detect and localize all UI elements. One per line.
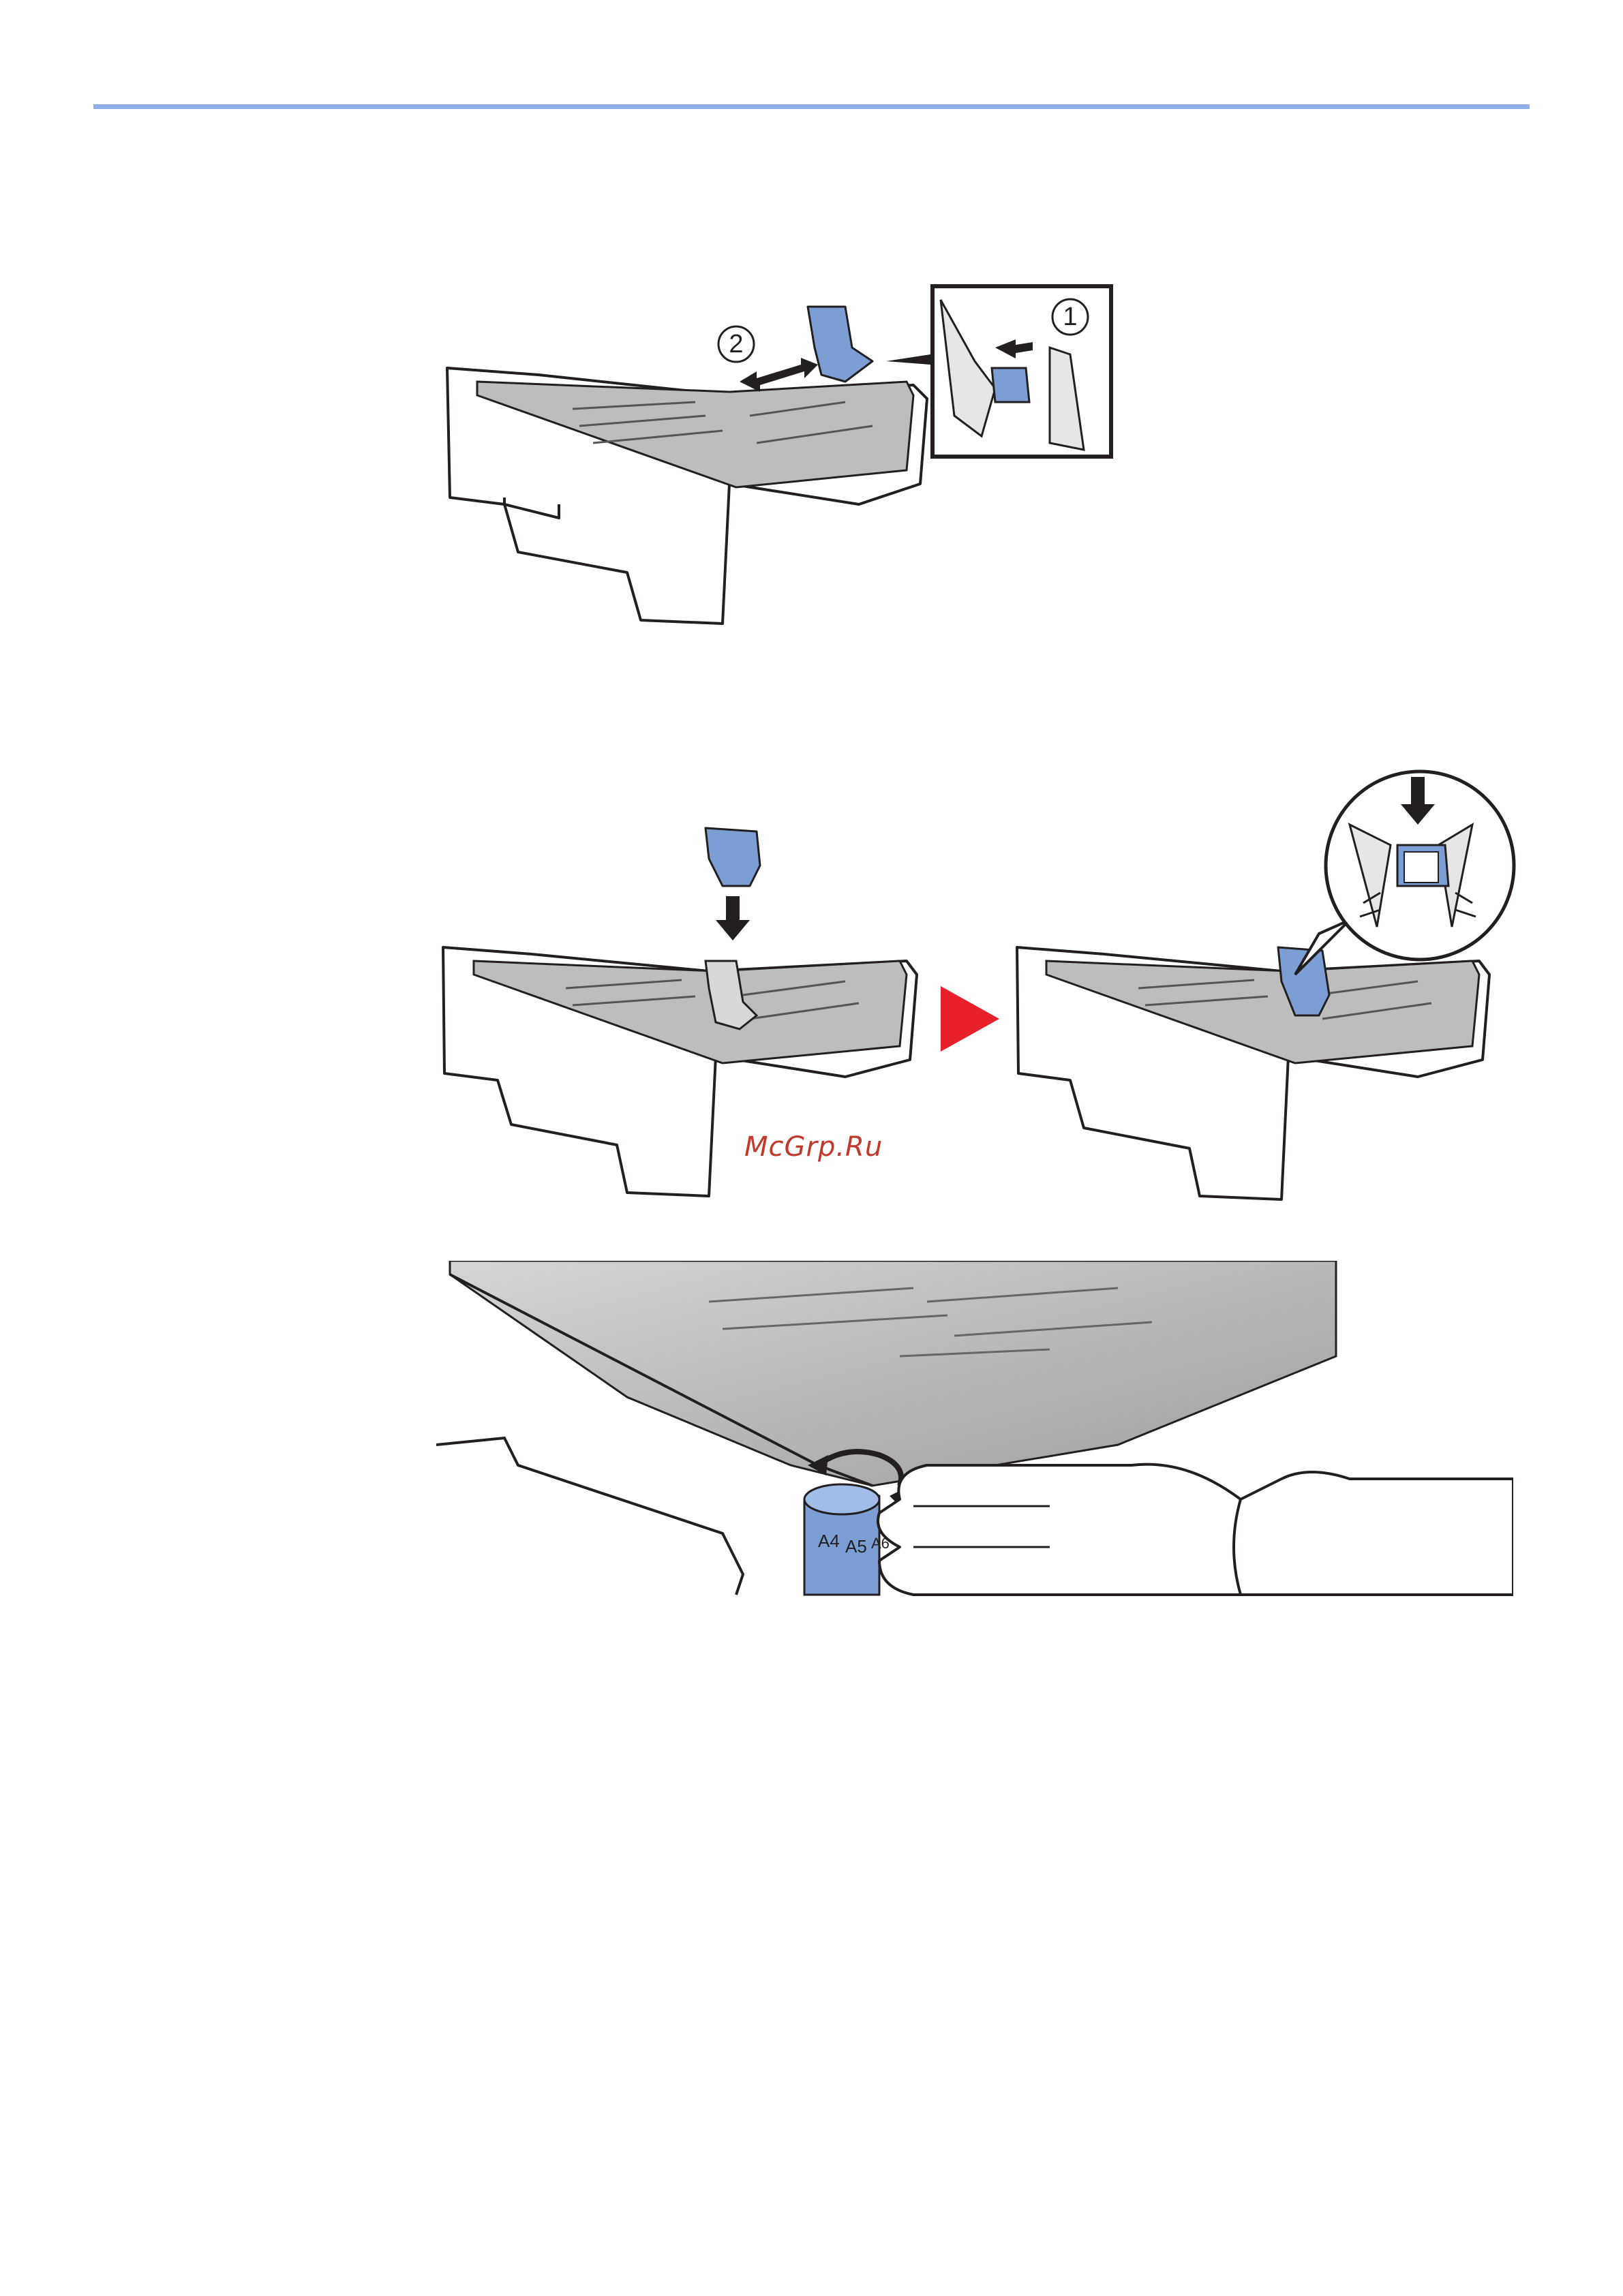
figure-tray-slide-guide: 2 1 (436, 279, 1145, 634)
dial-label-a4: A4 (818, 1531, 840, 1551)
dial-label-a5: A5 (845, 1536, 867, 1557)
tray-illustration-4: A4 A5 A6 (436, 1261, 1513, 1602)
step2-callout: 2 (718, 326, 754, 362)
watermark-text: McGrp.Ru (744, 1131, 883, 1163)
header-rule (93, 104, 1530, 109)
svg-text:2: 2 (729, 330, 743, 358)
tray-illustration-1: 2 1 (436, 279, 1145, 634)
zoom-bubble (1295, 771, 1514, 975)
arrow-down-icon (716, 896, 750, 940)
paper-size-dial: A4 A5 A6 (804, 1484, 890, 1595)
arrow-next-icon (939, 985, 1001, 1053)
step1-callout: 1 (1063, 303, 1077, 331)
hand (878, 1465, 1513, 1595)
inset-closeup: 1 (932, 286, 1111, 457)
tray-illustration-3 (1009, 750, 1527, 1213)
figure-tray-guide-inserted (1009, 750, 1527, 1213)
figure-paper-size-dial: A4 A5 A6 (436, 1261, 1513, 1602)
